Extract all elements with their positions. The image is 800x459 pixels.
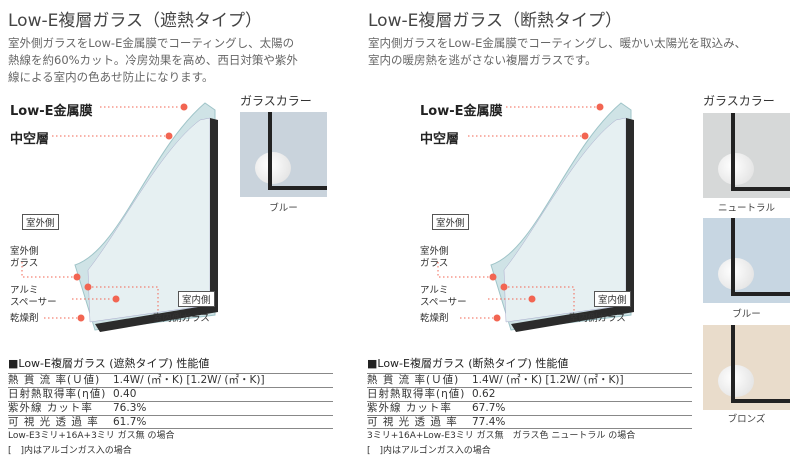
text: 室外側 <box>10 246 39 257</box>
key: 熱 貫 流 率(Ｕ値) <box>8 374 101 386</box>
vase-image <box>718 153 754 185</box>
value: 1.4W/ (㎡・K) [1.2W/ (㎡・K)] <box>472 374 624 386</box>
color-swatch-blue <box>240 112 327 197</box>
frame-edge <box>511 118 634 332</box>
table-note: 3ミリ+16A+Low-E3ミリ ガス無 ガラス色 ニュートラル の場合 <box>367 431 636 441</box>
desc-line: 室内側ガラスをLow-E金属膜でコーティングし、暖かい太陽光を取込み、 <box>368 36 747 50</box>
left-glass-diagram <box>21 102 218 332</box>
key: 紫外線 カット率 <box>8 402 93 414</box>
label-hollow-layer: 中空層 <box>420 132 460 147</box>
label-hollow-layer: 中空層 <box>10 132 50 147</box>
value: 77.4% <box>472 416 506 428</box>
label-outside-glass: 室外側ガラス <box>420 246 449 270</box>
frame-edge <box>95 118 218 332</box>
inner-glass-pane <box>503 117 627 323</box>
table-row: 日射熱取得率(η値) 0.40 <box>8 387 333 401</box>
swatch-caption: ブロンズ <box>727 414 766 425</box>
value: 0.62 <box>472 388 496 400</box>
table-row: 熱 貫 流 率(Ｕ値) 1.4W/ (㎡・K) [1.2W/ (㎡・K)] <box>367 373 692 387</box>
label-desiccant: 乾燥剤 <box>10 313 39 324</box>
value: 61.7% <box>113 416 147 428</box>
label-lowe-film: Low-E金属膜 <box>10 104 93 119</box>
table-note: [ ]内はアルゴンガス入の場合 <box>367 446 491 456</box>
table-row: 紫外線 カット率 67.7% <box>367 401 692 415</box>
label-outside: 室外側 <box>22 214 59 230</box>
table-note: [ ]内はアルゴンガス入の場合 <box>8 446 132 456</box>
left-title: Low-E複層ガラス（遮熱タイプ） <box>8 11 263 31</box>
value: 0.40 <box>113 388 137 400</box>
swatch-caption: ニュートラル <box>717 203 775 214</box>
value: 1.4W/ (㎡・K) [1.2W/ (㎡・K)] <box>113 374 265 386</box>
frame-image <box>731 113 790 191</box>
left-performance-table: ■Low-E複層ガラス (遮熱タイプ) 性能値 熱 貫 流 率(Ｕ値) 1.4W/… <box>8 355 333 459</box>
table-heading: ■Low-E複層ガラス (遮熱タイプ) 性能値 <box>8 357 210 370</box>
label-spacer: アルミスペーサー <box>10 285 57 309</box>
swatch-caption: ブルー <box>732 309 761 320</box>
table-note: Low-E3ミリ+16A+3ミリ ガス無 の場合 <box>8 431 175 441</box>
glass-color-heading: ガラスカラー <box>240 94 312 108</box>
frame-image <box>731 218 790 296</box>
text: アルミ <box>10 285 39 296</box>
right-description: 室内側ガラスをLow-E金属膜でコーティングし、暖かい太陽光を取込み、 室内の暖… <box>368 35 798 69</box>
label-inside-glass: 室内側ガラス <box>569 313 626 324</box>
text: ガラス <box>10 258 39 269</box>
label-lowe-film: Low-E金属膜 <box>420 104 503 119</box>
desc-line: 室外側ガラスをLow-E金属膜でコーティングし、太陽の <box>8 36 295 50</box>
label-desiccant: 乾燥剤 <box>420 313 449 324</box>
text: スペーサー <box>10 297 57 308</box>
label-inside: 室内側 <box>594 291 631 307</box>
vase-image <box>718 258 754 290</box>
desc-line: 室内の暖房熱を逃がさない複層ガラスです。 <box>368 53 597 67</box>
table-row: 熱 貫 流 率(Ｕ値) 1.4W/ (㎡・K) [1.2W/ (㎡・K)] <box>8 373 333 387</box>
color-swatch-bronze <box>703 325 790 410</box>
label-inside: 室内側 <box>178 291 215 307</box>
value: 67.7% <box>472 402 506 414</box>
right-title: Low-E複層ガラス（断熱タイプ） <box>368 11 623 31</box>
table-row: 可 視 光 透 過 率 77.4% <box>367 415 692 429</box>
leader-lines <box>437 106 596 319</box>
text: アルミ <box>420 285 449 296</box>
swatch-caption: ブルー <box>269 203 298 214</box>
text: スペーサー <box>420 297 467 308</box>
table-row: 日射熱取得率(η値) 0.62 <box>367 387 692 401</box>
key: 可 視 光 透 過 率 <box>367 416 458 428</box>
label-outside: 室外側 <box>432 214 469 230</box>
marker-dots <box>73 103 188 322</box>
label-spacer: アルミスペーサー <box>420 285 467 309</box>
table-heading: ■Low-E複層ガラス (断熱タイプ) 性能値 <box>367 357 569 370</box>
value: 76.3% <box>113 402 147 414</box>
key: 熱 貫 流 率(Ｕ値) <box>367 374 460 386</box>
key: 紫外線 カット率 <box>367 402 452 414</box>
frame-image <box>268 112 327 190</box>
key: 日射熱取得率(η値) <box>367 388 466 400</box>
vase-image <box>255 152 291 184</box>
right-performance-table: ■Low-E複層ガラス (断熱タイプ) 性能値 熱 貫 流 率(Ｕ値) 1.4W/… <box>367 355 692 459</box>
key: 可 視 光 透 過 率 <box>8 416 99 428</box>
inner-glass-pane <box>87 117 211 323</box>
leader-lines <box>21 106 180 319</box>
color-swatch-blue <box>703 218 790 303</box>
desc-line: 熱線を約60%カット。冷房効果を高め、西日対策や紫外 <box>8 53 298 67</box>
marker-dots <box>489 103 604 322</box>
text: 室外側 <box>420 246 449 257</box>
left-description: 室外側ガラスをLow-E金属膜でコーティングし、太陽の 熱線を約60%カット。冷… <box>8 35 348 86</box>
right-glass-diagram <box>437 102 634 332</box>
table-row: 可 視 光 透 過 率 61.7% <box>8 415 333 429</box>
color-swatch-neutral <box>703 113 790 198</box>
vase-image <box>718 365 754 397</box>
glass-color-heading: ガラスカラー <box>703 94 775 108</box>
desc-line: 線による室内の色あせ防止になります。 <box>8 70 214 84</box>
key: 日射熱取得率(η値) <box>8 388 107 400</box>
label-inside-glass: 室内側ガラス <box>153 313 210 324</box>
table-row: 紫外線 カット率 76.3% <box>8 401 333 415</box>
frame-image <box>731 325 790 403</box>
label-outside-glass: 室外側ガラス <box>10 246 39 270</box>
text: ガラス <box>420 258 449 269</box>
